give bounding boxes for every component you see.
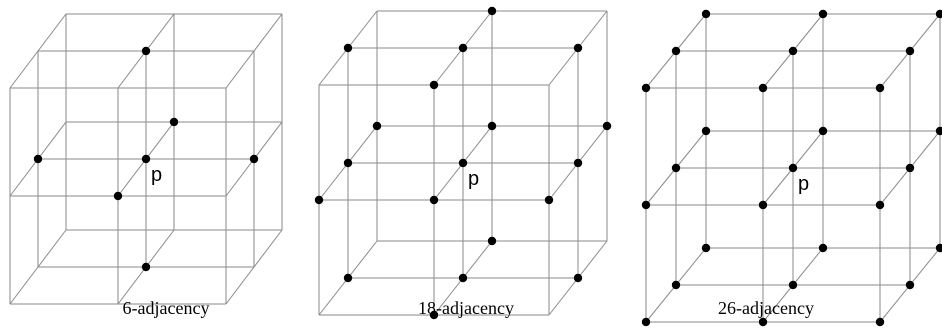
- center-voxel: [458, 158, 468, 168]
- neighbor-voxel: [458, 43, 468, 53]
- neighbor-voxel: [935, 126, 942, 136]
- neighbor-voxel: [758, 200, 768, 210]
- panel-6-adjacency: p: [9, 13, 283, 305]
- neighbor-voxel: [487, 121, 497, 131]
- neighbor-voxel: [641, 83, 651, 93]
- neighbor-voxel: [113, 191, 123, 201]
- neighbor-voxel: [544, 195, 554, 205]
- neighbor-voxel: [935, 243, 942, 253]
- neighbor-voxel: [818, 9, 828, 19]
- neighbor-voxel: [169, 117, 179, 127]
- neighbor-voxel: [641, 317, 651, 327]
- center-label-p: p: [798, 173, 809, 195]
- neighbor-voxel: [573, 43, 583, 53]
- neighbor-voxel: [429, 80, 439, 90]
- neighbor-voxel: [487, 6, 497, 16]
- neighbor-voxel: [788, 46, 798, 56]
- center-voxel: [788, 163, 798, 173]
- neighbor-voxel: [905, 46, 915, 56]
- neighbor-voxel: [343, 158, 353, 168]
- grid-line: [225, 229, 283, 305]
- neighbor-voxel: [758, 83, 768, 93]
- panel-18-adjacency: p: [314, 6, 612, 320]
- neighbor-voxel: [372, 121, 382, 131]
- center-voxel: [141, 154, 151, 164]
- neighbor-voxel: [573, 158, 583, 168]
- neighbor-voxel: [671, 163, 681, 173]
- panel-26-adjacency: p: [641, 9, 942, 327]
- neighbor-voxel: [429, 195, 439, 205]
- neighbor-voxel: [487, 236, 497, 246]
- neighbor-voxel: [314, 195, 324, 205]
- neighbor-voxel: [701, 243, 711, 253]
- caption-6-adjacency: 6-adjacency: [122, 298, 210, 318]
- neighbor-voxel: [602, 121, 612, 131]
- neighbor-voxel: [905, 280, 915, 290]
- neighbor-voxel: [573, 273, 583, 283]
- neighbor-voxel: [458, 273, 468, 283]
- neighbor-voxel: [343, 43, 353, 53]
- neighbor-voxel: [671, 280, 681, 290]
- center-label-p: p: [151, 164, 162, 186]
- center-label-p: p: [468, 168, 479, 190]
- neighbor-voxel: [701, 9, 711, 19]
- neighbor-voxel: [875, 200, 885, 210]
- neighbor-voxel: [875, 83, 885, 93]
- neighbor-voxel: [758, 317, 768, 327]
- neighbor-voxel: [671, 46, 681, 56]
- neighbor-voxel: [343, 273, 353, 283]
- neighbor-voxel: [33, 154, 43, 164]
- neighbor-voxel: [788, 280, 798, 290]
- neighbor-voxel: [249, 154, 259, 164]
- caption-26-adjacency: 26-adjacency: [718, 298, 814, 318]
- neighbor-voxel: [641, 200, 651, 210]
- neighbor-voxel: [905, 163, 915, 173]
- neighbor-voxel: [141, 262, 151, 272]
- neighbor-voxel: [818, 126, 828, 136]
- neighbor-voxel: [818, 243, 828, 253]
- neighbor-voxel: [429, 310, 439, 320]
- neighbor-voxel: [935, 9, 942, 19]
- neighbor-voxel: [875, 317, 885, 327]
- caption-18-adjacency: 18-adjacency: [418, 298, 514, 318]
- neighbor-voxel: [701, 126, 711, 136]
- neighbor-voxel: [141, 46, 151, 56]
